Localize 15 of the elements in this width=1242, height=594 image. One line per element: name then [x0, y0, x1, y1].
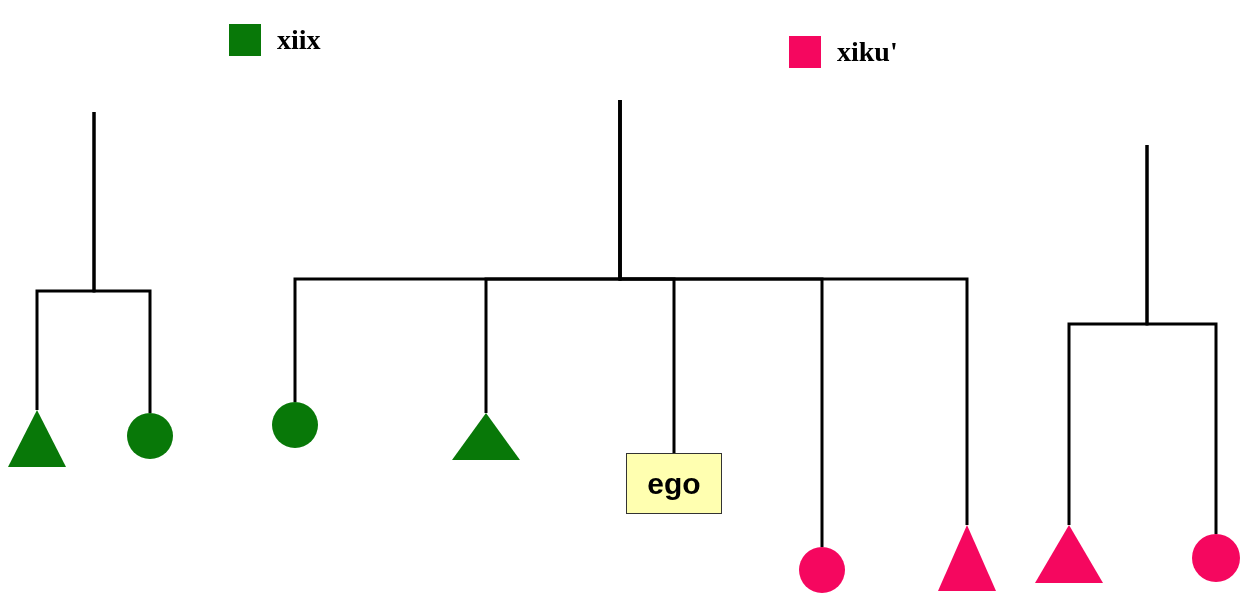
descent-line — [618, 100, 969, 525]
male-triangle — [452, 413, 520, 460]
legend-label: xiix — [277, 24, 321, 56]
female-circle — [127, 413, 173, 459]
ego-box — [626, 453, 722, 514]
female-circle — [1192, 534, 1240, 582]
male-triangle — [8, 410, 66, 467]
descent-line — [1145, 145, 1218, 534]
legend-label: xiku' — [837, 36, 898, 68]
male-triangle — [938, 525, 996, 591]
male-triangle — [1035, 525, 1103, 583]
descent-line — [92, 112, 152, 413]
female-circle — [799, 547, 845, 593]
female-circle — [272, 402, 318, 448]
ego-label: ego — [647, 466, 701, 501]
